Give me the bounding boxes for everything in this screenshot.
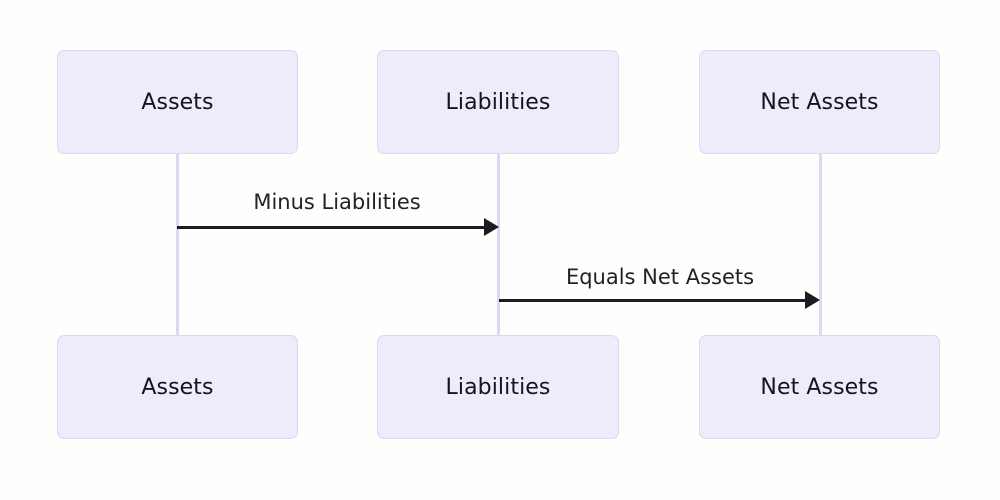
actor-box-liabilities-bottom[interactable]: Liabilities <box>377 335 619 439</box>
actor-label: Assets <box>141 89 214 115</box>
lifeline-net-assets <box>819 154 822 337</box>
actor-label: Assets <box>141 374 214 400</box>
actor-box-net-assets-bottom[interactable]: Net Assets <box>699 335 940 439</box>
actor-box-liabilities-top[interactable]: Liabilities <box>377 50 619 154</box>
actor-label: Net Assets <box>760 89 879 115</box>
message-label-equals-net-assets: Equals Net Assets <box>565 265 755 289</box>
actor-box-assets-top[interactable]: Assets <box>57 50 298 154</box>
actor-box-net-assets-top[interactable]: Net Assets <box>699 50 940 154</box>
message-line-minus-liabilities <box>177 226 485 229</box>
actor-label: Net Assets <box>760 374 879 400</box>
actor-label: Liabilities <box>445 374 551 400</box>
actor-label: Liabilities <box>445 89 551 115</box>
actor-box-assets-bottom[interactable]: Assets <box>57 335 298 439</box>
message-arrowhead-minus-liabilities <box>484 218 499 236</box>
lifeline-liabilities <box>497 154 500 337</box>
message-line-equals-net-assets <box>499 299 806 302</box>
message-label-minus-liabilities: Minus Liabilities <box>253 190 421 214</box>
message-arrowhead-equals-net-assets <box>805 291 820 309</box>
lifeline-assets <box>176 154 179 337</box>
